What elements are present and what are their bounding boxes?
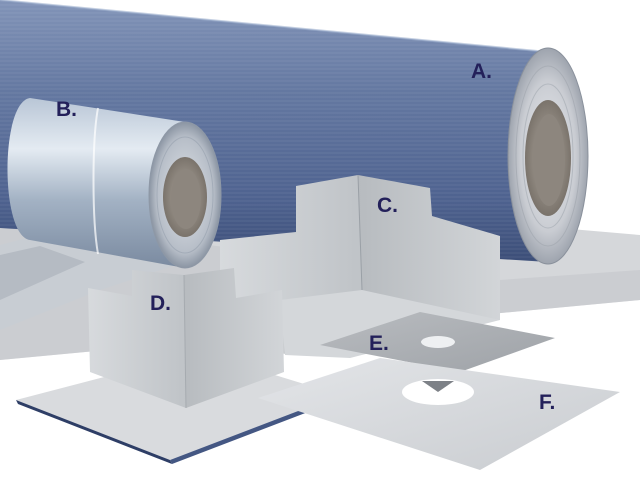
label-f: F.: [539, 391, 556, 414]
label-e: E.: [369, 332, 389, 355]
pipe-sleeve-e: [320, 312, 555, 372]
label-d: D.: [150, 292, 171, 315]
small-roll-b: [0, 98, 222, 330]
label-b: B.: [56, 98, 77, 121]
label-a: A.: [471, 60, 492, 83]
outside-corner-d: [16, 268, 342, 464]
label-c: C.: [377, 194, 398, 217]
pipe-sleeve-f: [258, 358, 620, 470]
